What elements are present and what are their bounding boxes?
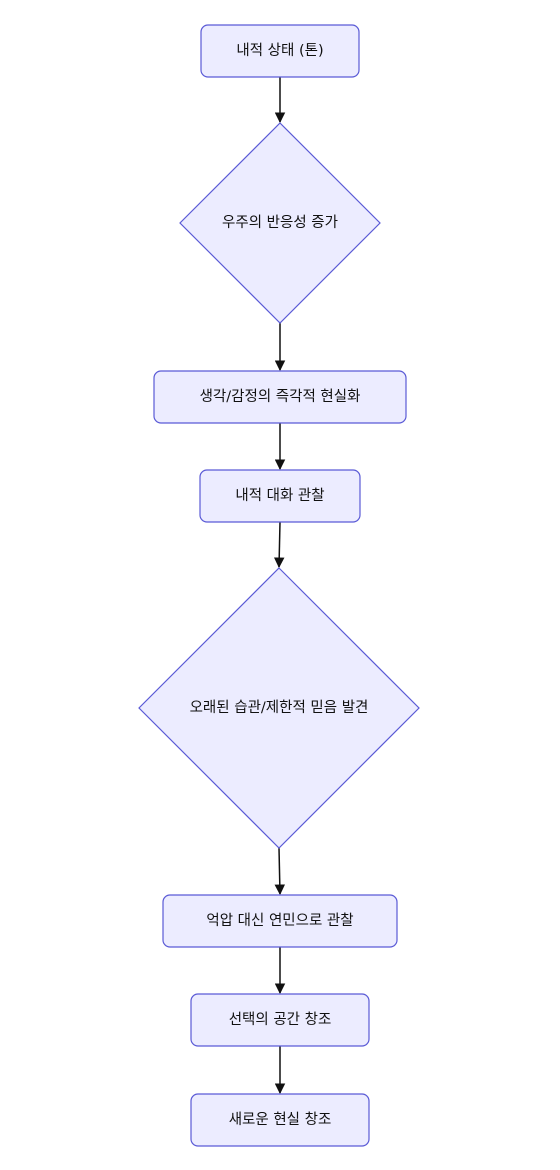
decision-diamond <box>179 122 381 324</box>
flow-node-1: 내적 상태 (톤) <box>200 24 360 78</box>
process-box <box>200 24 360 78</box>
edges <box>273 77 286 1095</box>
node-label: 내적 대화 관찰 <box>235 487 324 504</box>
flow-node-7: 선택의 공간 창조 <box>190 993 370 1047</box>
process-box <box>199 469 361 523</box>
process-box <box>153 370 407 424</box>
process-box <box>190 1093 370 1147</box>
flow-node-5: 오래된 습관/제한적 믿음 발견 <box>138 567 420 849</box>
flow-node-6: 억압 대신 연민으로 관찰 <box>162 894 398 948</box>
node-label: 내적 상태 (톤) <box>236 42 323 59</box>
flow-node-8: 새로운 현실 창조 <box>190 1093 370 1147</box>
node-label: 새로운 현실 창조 <box>229 1111 332 1128</box>
flow-node-3: 생각/감정의 즉각적 현실화 <box>153 370 407 424</box>
node-label: 억압 대신 연민으로 관찰 <box>206 912 353 929</box>
process-box <box>190 993 370 1047</box>
decision-diamond <box>138 567 420 849</box>
node-label: 오래된 습관/제한적 믿음 발견 <box>190 699 369 716</box>
node-label: 생각/감정의 즉각적 현실화 <box>200 388 361 405</box>
node-label: 우주의 반응성 증가 <box>222 214 338 231</box>
node-label: 선택의 공간 창조 <box>229 1011 332 1028</box>
arrow-n5-to-n6 <box>274 847 286 896</box>
arrow-n4-to-n5 <box>273 521 285 569</box>
process-box <box>162 894 398 948</box>
flow-node-4: 내적 대화 관찰 <box>199 469 361 523</box>
flow-node-2: 우주의 반응성 증가 <box>179 122 381 324</box>
